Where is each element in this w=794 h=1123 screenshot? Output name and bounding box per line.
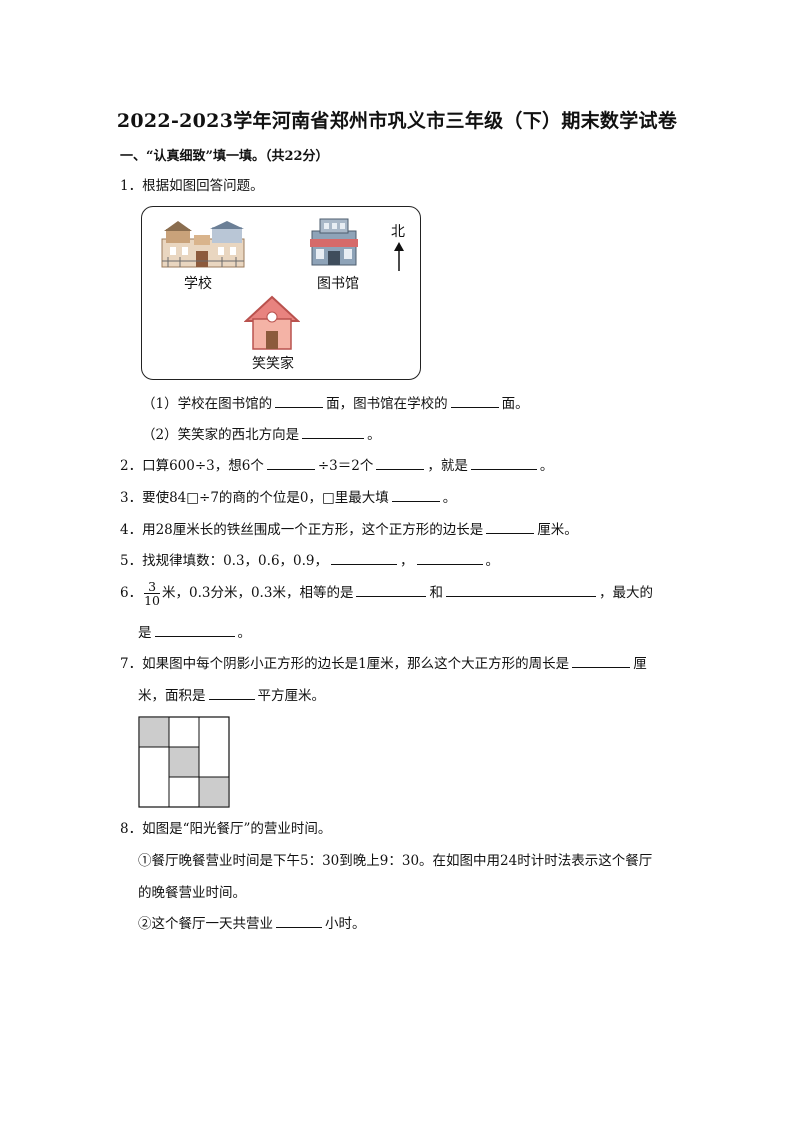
answer-blank[interactable] — [450, 393, 499, 408]
section-heading: 一、“认真细致”填一填。（共22分） — [120, 149, 329, 164]
question-8-sub-1-cont: 的晚餐营业时间。 — [138, 885, 246, 901]
answer-blank[interactable] — [572, 653, 631, 668]
question-1-sub-1: （1）学校在图书馆的 面，图书馆在学校的 面。 — [142, 393, 529, 414]
answer-blank[interactable] — [356, 582, 427, 597]
q1-sub1-text-a: （1）学校在图书馆的 — [142, 396, 273, 412]
q1-sub2-text-a: （2）笑笑家的西北方向是 — [142, 427, 300, 443]
q3-text-b: 。 — [442, 490, 457, 506]
question-4: 4．用28厘米长的铁丝围成一个正方形，这个正方形的边长是 厘米。 — [120, 519, 578, 540]
page-title: 2022-2023学年河南省郑州市巩义市三年级（下）期末数学试卷 — [116, 110, 678, 132]
question-8-sub-2: ②这个餐厅一天共营业 小时。 — [138, 913, 366, 934]
school-illustration — [161, 221, 245, 268]
question-5: 5．找规律填数：0.3，0.6，0.9， ， 。 — [120, 550, 499, 571]
answer-blank[interactable] — [486, 519, 535, 534]
answer-blank[interactable] — [331, 550, 397, 565]
question-7-cont: 米，面积是 平方厘米。 — [138, 685, 325, 706]
home-illustration — [244, 295, 300, 350]
q8-sub2-text-b: 小时。 — [325, 916, 366, 932]
q8-sub2-text-a: ②这个餐厅一天共营业 — [138, 916, 273, 932]
question-2: 2．口算600÷3，想6个 ÷3＝2个 ，就是 。 — [120, 455, 553, 476]
answer-blank[interactable] — [154, 622, 235, 637]
map-diagram: 学校 图书馆 北 笑笑家 — [141, 206, 421, 380]
q6-text-b: 和 — [429, 585, 443, 601]
question-1-sub-2: （2）笑笑家的西北方向是 。 — [142, 424, 381, 445]
north-arrow-icon — [394, 242, 404, 271]
q2-text-a: 2．口算600÷3，想6个 — [120, 458, 264, 474]
shaded-square — [138, 716, 170, 748]
question-8-stem: 8．如图是“阳光餐厅”的营业时间。 — [120, 821, 332, 837]
answer-blank[interactable] — [391, 487, 440, 502]
q4-text-b: 厘米。 — [537, 522, 578, 538]
q2-text-b: ÷3＝2个 — [317, 458, 374, 474]
square-grid-diagram — [138, 716, 230, 808]
q5-text-b: ， — [400, 553, 414, 569]
answer-blank[interactable] — [445, 582, 596, 597]
answer-blank[interactable] — [208, 685, 255, 700]
answer-blank[interactable] — [266, 455, 315, 470]
answer-blank[interactable] — [302, 424, 365, 439]
q6-text-e: 。 — [237, 625, 252, 641]
q6-text-a: 米，0.3分米，0.3米，相等的是 — [162, 585, 354, 601]
shaded-square — [168, 746, 200, 778]
q7-text-a: 7．如果图中每个阴影小正方形的边长是1厘米，那么这个大正方形的周长是 — [120, 656, 570, 672]
fraction-numerator: 3 — [144, 580, 160, 594]
question-8-sub-1: ①餐厅晚餐营业时间是下午5：30到晚上9：30。在如图中用24时计时法表示这个餐… — [138, 853, 653, 869]
answer-blank[interactable] — [470, 455, 537, 470]
school-label: 学校 — [184, 276, 212, 292]
answer-blank[interactable] — [275, 393, 324, 408]
q2-text-c: ，就是 — [427, 458, 468, 474]
q5-text-c: 。 — [485, 553, 500, 569]
question-7: 7．如果图中每个阴影小正方形的边长是1厘米，那么这个大正方形的周长是 厘 — [120, 653, 647, 674]
library-label: 图书馆 — [317, 276, 359, 292]
q1-sub1-text-c: 面。 — [501, 396, 529, 412]
q5-text-a: 5．找规律填数：0.3，0.6，0.9， — [120, 553, 328, 569]
q2-text-d: 。 — [539, 458, 554, 474]
q6-text-c: ，最大的 — [598, 585, 653, 601]
answer-blank[interactable] — [276, 913, 322, 928]
q7-text-b: 厘 — [633, 656, 647, 672]
shaded-square — [198, 776, 230, 808]
answer-blank[interactable] — [376, 455, 425, 470]
q6-text-d: 是 — [138, 625, 152, 641]
q7-text-c: 米，面积是 — [138, 688, 206, 704]
question-1-stem: 1．根据如图回答问题。 — [120, 178, 264, 194]
q7-text-d: 平方厘米。 — [257, 688, 326, 704]
answer-blank[interactable] — [416, 550, 483, 565]
north-label: 北 — [391, 224, 405, 240]
q1-sub1-text-b: 面，图书馆在学校的 — [326, 396, 448, 412]
q4-text-a: 4．用28厘米长的铁丝围成一个正方形，这个正方形的边长是 — [120, 522, 484, 538]
question-6-cont: 是。 — [138, 622, 251, 643]
question-3: 3．要使84□÷7的商的个位是0，□里最大填 。 — [120, 487, 456, 508]
q6-number: 6． — [120, 585, 143, 601]
home-label: 笑笑家 — [252, 356, 294, 372]
q1-sub2-text-b: 。 — [367, 427, 381, 443]
fraction-denominator: 10 — [144, 593, 160, 608]
library-illustration — [310, 218, 358, 266]
q3-text-a: 3．要使84□÷7的商的个位是0，□里最大填 — [120, 490, 389, 506]
